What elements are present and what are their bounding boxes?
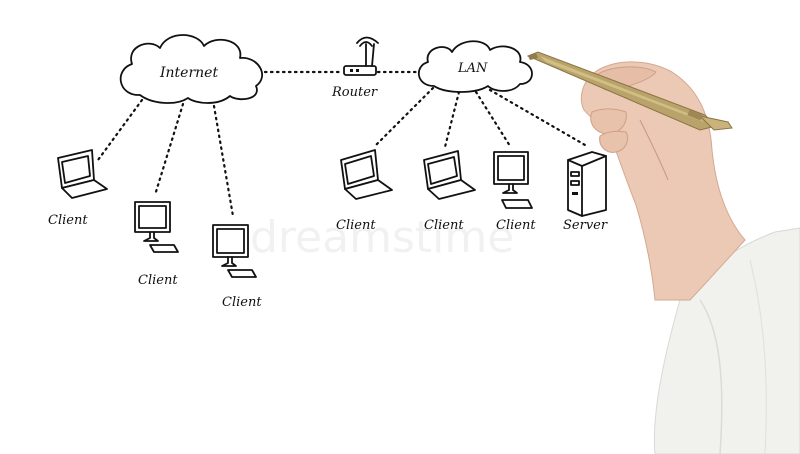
cloud-icon <box>418 40 533 93</box>
client-label: Client <box>222 295 262 310</box>
client-label: Client <box>48 213 88 228</box>
watermark: dreamstime <box>250 212 514 263</box>
lan-label: LAN <box>457 61 488 76</box>
server-icon <box>567 151 607 217</box>
connections <box>96 70 587 218</box>
internet-cloud: Internet <box>119 34 263 104</box>
router: Router <box>331 36 379 100</box>
laptop-icon <box>340 149 393 200</box>
lan-client-laptop-1: Client <box>336 149 393 233</box>
client-label: Client <box>496 218 536 233</box>
pen-icon <box>526 51 733 131</box>
lan-server: Server <box>563 151 608 233</box>
router-icon <box>343 36 379 76</box>
client-label: Client <box>336 218 376 233</box>
hand-with-pen <box>526 51 800 454</box>
laptop-icon <box>57 149 108 199</box>
internet-label: Internet <box>159 65 218 81</box>
monitor-icon <box>134 201 179 253</box>
internet-client-desktop-2: Client <box>212 224 262 310</box>
internet-client-desktop-1: Client <box>134 201 179 288</box>
lan-client-desktop: Client <box>493 151 536 233</box>
monitor-icon <box>212 224 257 278</box>
client-label: Client <box>138 273 178 288</box>
lan-cloud: LAN <box>418 40 533 93</box>
server-label: Server <box>563 218 608 233</box>
cloud-icon <box>119 34 263 104</box>
router-label: Router <box>331 85 378 100</box>
internet-client-laptop: Client <box>48 149 108 228</box>
laptop-icon <box>423 150 476 200</box>
client-label: Client <box>424 218 464 233</box>
monitor-icon <box>493 151 533 209</box>
lan-client-laptop-2: Client <box>423 150 476 233</box>
